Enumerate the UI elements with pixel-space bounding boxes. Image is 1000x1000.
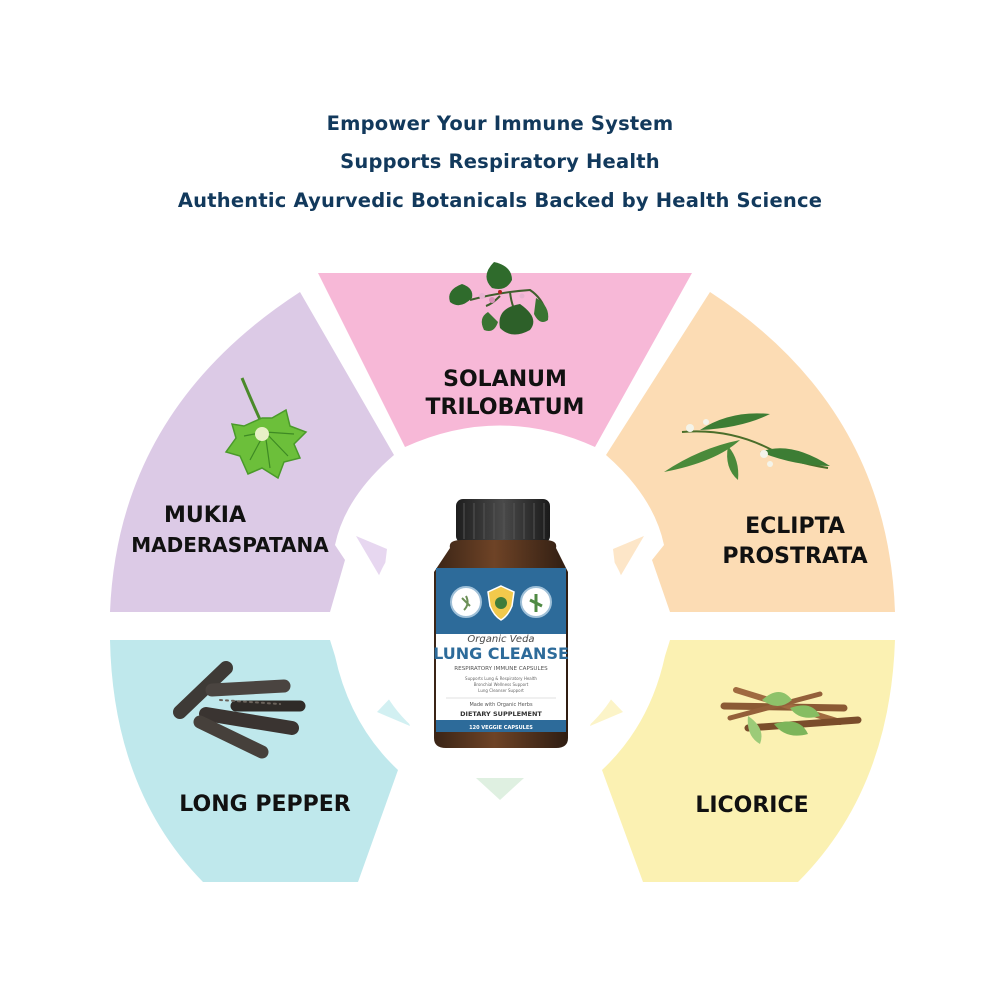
center-notch-ring (356, 536, 387, 582)
label-solanum-line1: SOLANUM (443, 367, 567, 392)
licorice-root-icon (720, 687, 862, 744)
bottle-bullet-1: Supports Lung & Respiratory Health (465, 676, 537, 681)
label-long-pepper: LONG PEPPER (179, 792, 350, 817)
bottle-brand: Organic Veda (467, 634, 534, 645)
product-bottle: Organic Veda LUNG CLEANSE RESPIRATORY IM… (433, 499, 569, 748)
label-solanum-line2: TRILOBATUM (426, 395, 585, 420)
headline-botanicals: Authentic Ayurvedic Botanicals Backed by… (177, 189, 823, 212)
label-mukia-line1: MUKIA (164, 503, 246, 528)
segment-eclipta-prostrata (606, 292, 895, 612)
center-notch-ring-right (613, 536, 644, 582)
headline-immune: Empower Your Immune System (326, 112, 674, 135)
label-licorice: LICORICE (695, 793, 808, 818)
segment-solanum-trilobatum (318, 273, 692, 447)
bottle-type: DIETARY SUPPLEMENT (460, 710, 542, 718)
label-eclipta-line1: ECLIPTA (745, 514, 845, 539)
mukia-leaf-icon (224, 377, 308, 480)
headline-respiratory: Supports Respiratory Health (340, 150, 660, 173)
bottle-product-name: LUNG CLEANSE (433, 644, 569, 663)
bottle-bullet-3: Lung Cleanser Support (478, 688, 524, 693)
bottle-bullet-2: Bronchial Wellness Support (474, 682, 529, 687)
center-notch-ring-bottom-left (377, 690, 410, 726)
bottle-made-with: Made with Organic Herbs (469, 702, 533, 708)
label-eclipta-line2: PROSTRATA (722, 544, 867, 569)
segment-licorice (602, 640, 895, 882)
long-pepper-icon (173, 661, 306, 759)
center-notch-ring-bottom-right (590, 690, 623, 726)
eclipta-sprig-icon (664, 413, 830, 480)
center-notch-ring-bottom (476, 778, 524, 800)
bottle-subtitle: RESPIRATORY IMMUNE CAPSULES (454, 666, 548, 672)
segment-long-pepper (110, 640, 398, 882)
bottle-count: 120 VEGGIE CAPSULES (469, 725, 533, 731)
solanum-plant-icon (449, 262, 549, 335)
label-mukia-line2: MADERASPATANA (131, 533, 329, 557)
